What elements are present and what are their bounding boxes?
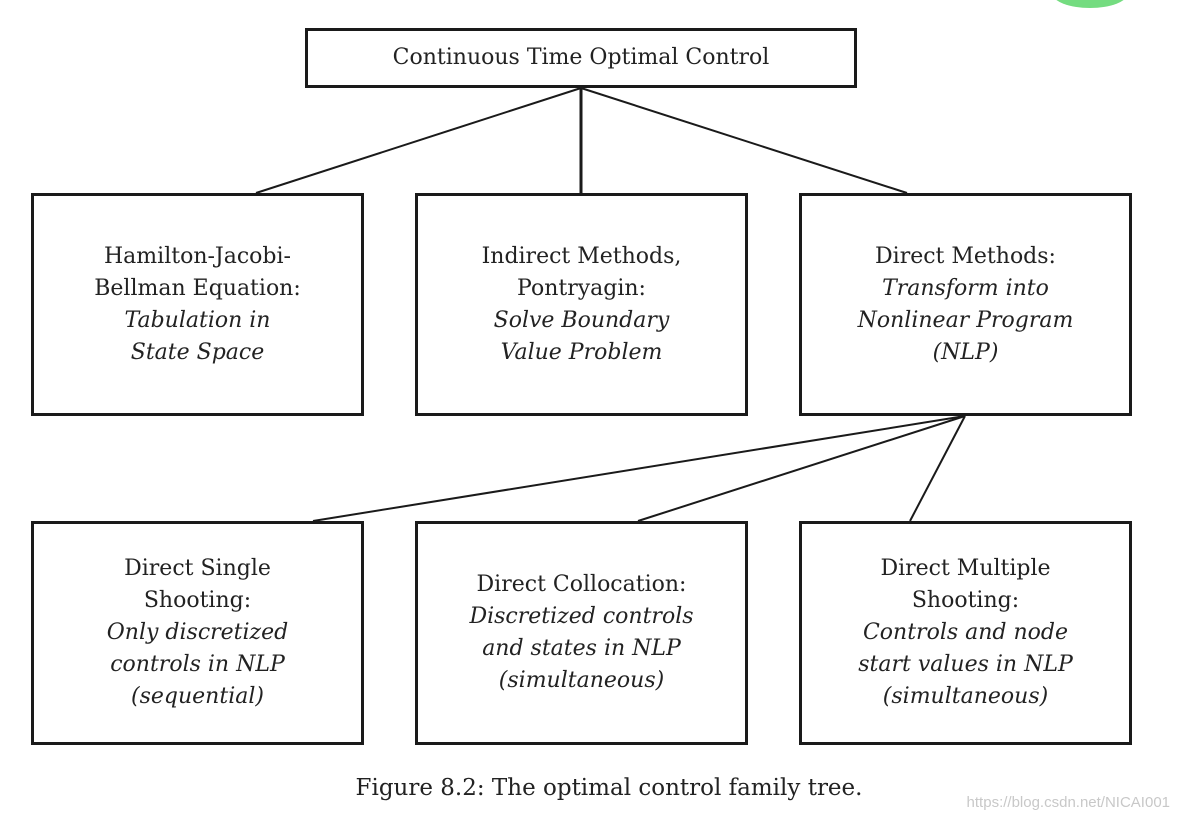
node-continuous-time-optimal-control: Continuous Time Optimal Control	[305, 28, 857, 88]
watermark-url: https://blog.csdn.net/NICAI001	[966, 794, 1170, 811]
edge-root-direct	[580, 87, 908, 194]
node-title-line: Direct Methods:	[875, 243, 1056, 269]
edge-direct-multiple	[909, 415, 966, 522]
edge-direct-single	[312, 415, 966, 522]
node-description-line: Nonlinear Program	[857, 307, 1074, 333]
node-description-line: and states in NLP	[482, 636, 681, 661]
node-description-line: start values in NLP	[858, 652, 1073, 677]
node-description-line: (sequential)	[131, 684, 264, 709]
node-description-line: (NLP)	[932, 339, 999, 365]
node-hamilton-jacobi-bellman: Hamilton-Jacobi- Bellman Equation: Tabulat…	[31, 193, 364, 416]
node-title-line: Shooting:	[143, 588, 252, 613]
edge-direct-colloc	[637, 415, 966, 522]
node-title-line: Pontryagin:	[517, 275, 646, 301]
node-description-line: State Space	[130, 339, 265, 365]
node-description-line: Value Problem	[500, 339, 663, 365]
node-title-line: Bellman Equation:	[94, 275, 301, 301]
node-description-line: Discretized controls	[469, 604, 694, 629]
node-description-line: Solve Boundary	[493, 307, 670, 333]
node-description-line: (simultaneous)	[498, 668, 665, 693]
node-title-line: Hamilton-Jacobi-	[104, 243, 291, 269]
figure-caption: Figure 8.2: The optimal control family t…	[355, 775, 863, 801]
node-description-line: Controls and node	[862, 620, 1069, 645]
green-blob-decoration	[1052, 0, 1128, 8]
node-title-line: Indirect Methods,	[481, 243, 682, 269]
node-description-line: Tabulation in	[124, 307, 271, 333]
node-title-line: Direct Single	[124, 556, 271, 581]
node-indirect-methods: Indirect Methods, Pontryagin: Solve Bounda…	[415, 193, 748, 416]
node-title-line: Direct Multiple	[880, 556, 1051, 581]
node-description-line: Only discretized	[106, 620, 289, 645]
node-label: Continuous Time Optimal Control	[392, 45, 770, 70]
edge-root-hjb	[255, 87, 582, 194]
node-description-line: controls in NLP	[110, 652, 285, 677]
node-title-line: Direct Collocation:	[476, 572, 687, 597]
node-title-line: Shooting:	[911, 588, 1020, 613]
node-direct-collocation: Direct Collocation: Discretized controls a…	[415, 521, 748, 745]
node-description-line: Transform into	[882, 275, 1049, 301]
node-description-line: (simultaneous)	[882, 684, 1049, 709]
